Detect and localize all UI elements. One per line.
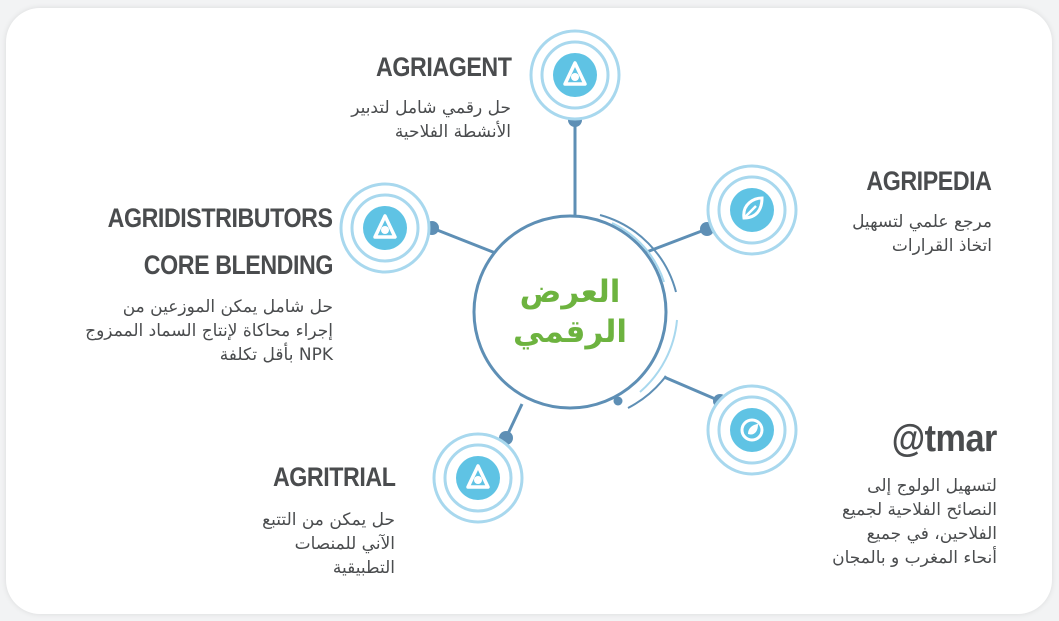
- agridistributors-description: حل شامل يمكن الموزعين من إجراء محاكاة لإ…: [85, 295, 333, 367]
- agritrial-desc-line: الآني للمنصات: [294, 534, 395, 554]
- agridistributors-logo-icon: [339, 182, 431, 274]
- atmar-title: @tmar: [891, 418, 998, 460]
- agridistributors-title: AGRIDISTRIBUTORS: [108, 203, 333, 233]
- agripedia-desc-line: مرجع علمي لتسهيل: [852, 212, 992, 232]
- atmar-description: لتسهيل الولوج إلى النصائح الفلاحية لجميع…: [832, 474, 997, 570]
- center-arc-right-outer: [627, 375, 667, 409]
- agriagent-desc-line: حل رقمي شامل لتدبير: [351, 98, 511, 118]
- agridistributors-subtitle: CORE BLENDING: [143, 250, 334, 280]
- agritrial-description: حل يمكن من التتبع الآني للمنصات التطبيقي…: [262, 508, 395, 580]
- agripedia-description: مرجع علمي لتسهيل اتخاذ القرارات: [852, 210, 992, 258]
- agritrial-title: AGRITRIAL: [272, 462, 395, 492]
- agriagent-title: AGRIAGENT: [375, 52, 512, 82]
- agripedia-logo-icon: [706, 164, 798, 256]
- agripedia-desc-line: اتخاذ القرارات: [891, 236, 992, 256]
- agridistributors-desc-line: حل شامل يمكن الموزعين من: [122, 297, 333, 317]
- atmar-desc-line: أنحاء المغرب و بالمجان: [832, 548, 997, 568]
- agritrial-desc-line: حل يمكن من التتبع: [262, 510, 395, 530]
- center-label-line1: العرض: [519, 274, 621, 310]
- atmar-desc-line: النصائح الفلاحية لجميع: [841, 500, 997, 520]
- agriagent-description: حل رقمي شامل لتدبير الأنشطة الفلاحية: [351, 96, 511, 144]
- center-arc-top-inner: [611, 222, 665, 283]
- dot-inner: [613, 396, 623, 406]
- agriagent-desc-line: الأنشطة الفلاحية: [394, 122, 511, 142]
- agridistributors-desc-line: إجراء محاكاة لإنتاج السماد الممزوج: [85, 321, 333, 341]
- agridistributors-desc-line: NPK بأقل تكلفة: [219, 345, 333, 365]
- center-ring: [472, 214, 668, 410]
- center-arc-right: [639, 319, 678, 393]
- center-label-line2: الرقمي: [513, 314, 627, 350]
- agritrial-desc-line: التطبيقية: [332, 558, 395, 578]
- atmar-desc-line: لتسهيل الولوج إلى: [867, 476, 997, 496]
- agritrial-logo-icon: [432, 432, 524, 524]
- agriagent-logo-icon: [529, 29, 621, 121]
- center-arc-top: [599, 214, 677, 293]
- agripedia-title: AGRIPEDIA: [866, 166, 993, 196]
- atmar-desc-line: الفلاحين، في جميع: [866, 524, 997, 544]
- atmar-logo-icon: [706, 384, 798, 476]
- center-hub: [472, 214, 678, 410]
- spoke-atmar: [663, 375, 721, 403]
- spoke-agridistributors: [431, 226, 499, 256]
- center-label: العرض الرقمي: [490, 272, 650, 352]
